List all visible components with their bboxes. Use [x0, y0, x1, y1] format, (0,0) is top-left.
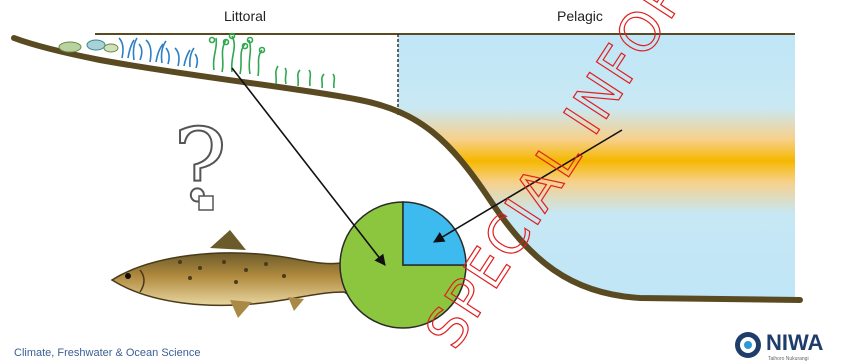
- trout-fish: [112, 230, 358, 318]
- littoral-stones: [59, 40, 118, 52]
- niwa-tagline: Taihoro Nukurangi: [768, 356, 809, 362]
- question-mark-dot: [199, 196, 213, 210]
- pie-slice-pelagic: [403, 202, 466, 265]
- littoral-zone-title: Littoral: [224, 8, 266, 24]
- pelagic-zone-title: Pelagic: [557, 8, 603, 24]
- niwa-logo: [735, 332, 761, 358]
- niwa-brand-name: NIWA: [766, 330, 823, 356]
- footer-text: Climate, Freshwater & Ocean Science: [14, 347, 200, 359]
